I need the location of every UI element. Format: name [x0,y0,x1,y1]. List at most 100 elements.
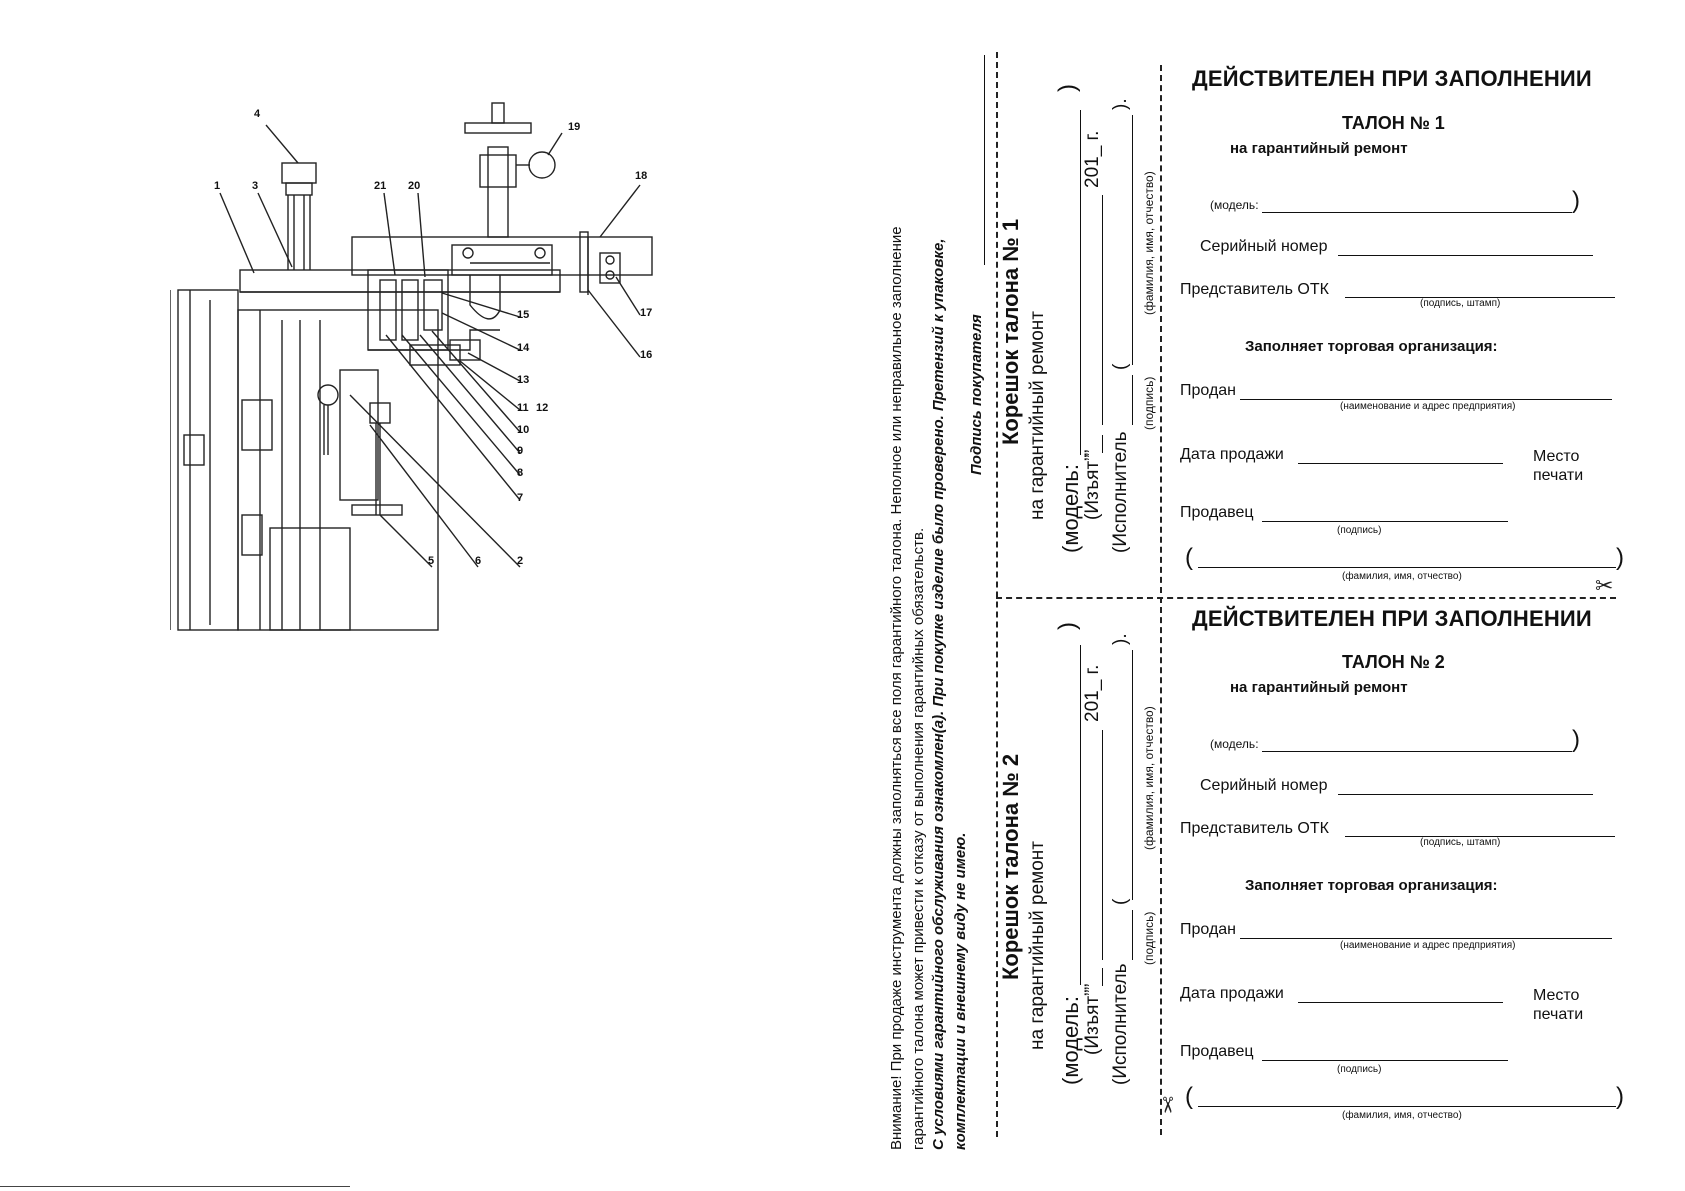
coupon-2-trade-header: Заполняет торговая организация: [1245,877,1498,894]
technical-drawing: 4 1 3 21 20 19 18 15 17 14 16 13 11 12 1… [170,95,730,635]
scissors-icon: ✂ [1155,1095,1181,1115]
coupon-1-serial-line [1338,255,1593,256]
scissors-icon: ✂ [1595,573,1614,598]
callout-14: 14 [517,342,530,354]
coupon-1-otk-line [1345,297,1615,298]
stub-1-model-line [1080,110,1081,455]
coupon-2-serial-label: Серийный номер [1200,777,1328,794]
coupon-1-name-line [1198,567,1616,568]
coupon-1-name-open: ( [1185,544,1193,571]
coupon-2-stamp-2: печати [1533,1006,1584,1023]
coupon-1-otk-label: Представитель ОТК [1180,281,1329,298]
coupon-1-model-close: ) [1572,187,1580,214]
stub-2-executor-close: ). [1110,633,1131,645]
coupon-1-seller-line [1262,521,1508,522]
stub-2-executor-sign-line [1132,910,1133,960]
coupon-1-model-label: (модель: [1210,198,1259,212]
stub-1-executor-label: (Исполнитель [1110,431,1131,553]
coupon-1-date-line [1298,463,1503,464]
notice-line-3: С условиями гарантийного обслуживания оз… [930,238,947,1151]
coupon-2-seller-hint: (подпись) [1337,1064,1382,1075]
coupon-1-stamp-2: печати [1533,467,1584,484]
stub-2-year: 201_ г. [1082,664,1103,722]
stub-1-executor-close: ). [1110,98,1131,110]
stub-1-seized-quote: ” [1082,449,1103,456]
coupon-2-date-line [1298,1002,1503,1003]
stub-2-title: Корешок талона № 2 [998,753,1023,980]
coupon-2-serial-line [1338,794,1593,795]
callout-4: 4 [254,108,261,120]
stub-2-model-label: (модель: [1058,996,1083,1085]
stub-2-model-line [1080,645,1081,985]
coupon-1-otk-hint: (подпись, штамп) [1420,298,1501,309]
coupon-1-name-hint: (фамилия, имя, отчество) [1342,571,1462,582]
callout-10: 10 [517,424,530,436]
stub-2-model-close: ) [1054,622,1081,630]
coupon-1-talon-number: ТАЛОН № 1 [1342,113,1445,133]
stub-1-subtitle: на гарантийный ремонт [1027,311,1048,520]
coupon-1-model-line [1262,212,1572,213]
machine-schematic [170,102,653,631]
stub-1-month-line [1102,195,1103,425]
callout-1: 1 [214,180,221,192]
coupon-2-sold-line [1240,938,1612,939]
stub-1-executor-sign-line [1132,375,1133,425]
notice-line-2: гарантийного талона может привести к отк… [910,527,927,1150]
callout-15: 15 [517,309,530,321]
stub-2-day-line [1102,968,1103,986]
stub-2-month-line [1102,730,1103,960]
cut-line-left [996,52,998,1137]
callout-12: 12 [536,402,549,414]
coupon-1-serial-label: Серийный номер [1200,238,1328,255]
buyer-signature-label: Подпись покупателя [968,314,985,475]
stub-2-sign-hint: (подпись) [1142,911,1156,965]
callout-21: 21 [374,180,387,192]
coupon-1-repair-label: на гарантийный ремонт [1230,140,1408,157]
stub-1-sign-hint: (подпись) [1142,376,1156,430]
coupon-2-repair-label: на гарантийный ремонт [1230,679,1408,696]
callout-20: 20 [408,180,421,192]
coupon-2-otk-line [1345,836,1615,837]
stub-2-executor-label: (Исполнитель [1110,963,1131,1085]
stub-2-seized-quote: ” [1082,983,1103,990]
coupon-2-seller-label: Продавец [1180,1043,1254,1060]
stub-1-executor-paren: ( [1110,363,1131,370]
coupon-1-stamp-1: Место [1533,448,1580,465]
coupon-1-seller-hint: (подпись) [1337,525,1382,536]
coupon-2-name-open: ( [1185,1083,1193,1110]
coupon-1-trade-header: Заполняет торговая организация: [1245,338,1498,355]
callout-18: 18 [635,170,648,182]
coupon-2-valid-heading: ДЕЙСТВИТЕЛЕН ПРИ ЗАПОЛНЕНИИ [1192,606,1592,631]
stub-1-model-close: ) [1054,84,1081,92]
coupon-2-talon-number: ТАЛОН № 2 [1342,652,1445,672]
callout-8: 8 [517,467,524,479]
callout-5: 5 [428,555,435,567]
cut-line-right [1160,65,1162,1135]
stub-1-year: 201_ г. [1082,130,1103,188]
callout-13: 13 [517,374,530,386]
coupon-1-date-label: Дата продажи [1180,446,1284,463]
stub-1-executor-name-line [1132,115,1133,365]
coupon-2-model-label: (модель: [1210,737,1259,751]
callout-2: 2 [517,555,524,567]
coupon-2-model-close: ) [1572,726,1580,753]
stub-2-seized-label: (Изъят” [1082,989,1103,1055]
coupon-1-sold-label: Продан [1180,382,1237,399]
notice-line-1: Внимание! При продаже инструмента должны… [888,226,905,1150]
coupon-2-name-hint: (фамилия, имя, отчество) [1342,1110,1462,1121]
coupon-1-sold-line [1240,399,1612,400]
coupon-2-seller-line [1262,1060,1508,1061]
page-bottom-rule [0,1186,350,1187]
callout-17: 17 [640,307,653,319]
coupon-2-name-line [1198,1106,1616,1107]
stub-2-subtitle: на гарантийный ремонт [1027,841,1048,1050]
callout-16: 16 [640,349,653,361]
coupon-2-stamp-1: Место [1533,987,1580,1004]
cut-line-middle [996,597,1616,599]
callout-19: 19 [568,121,581,133]
stub-1-seized-label: (Изъят” [1082,454,1103,520]
coupon-2-date-label: Дата продажи [1180,985,1284,1002]
notice-line-4: комплектации и внешнему виду не имею. [952,832,969,1150]
stub-2-executor-name-line [1132,650,1133,900]
callout-7: 7 [517,492,524,504]
